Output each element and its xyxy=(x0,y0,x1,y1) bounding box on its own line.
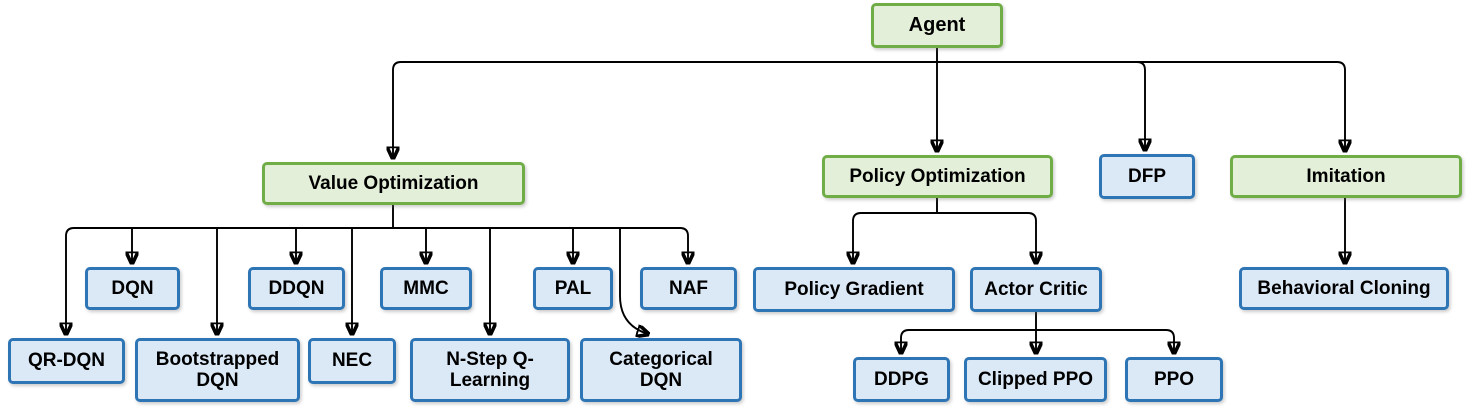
node-label: Clipped PPO xyxy=(977,368,1094,390)
node-agent: Agent xyxy=(871,3,1003,48)
edge-vo-categorical-dqn xyxy=(619,228,648,334)
node-label: DFP xyxy=(1128,165,1166,187)
po-bus xyxy=(852,212,1037,222)
node-policy-optimization: Policy Optimization xyxy=(822,155,1053,198)
node-n-step-q-learning: N-Step Q-Learning xyxy=(410,338,570,402)
node-label: Bootstrapped DQN xyxy=(155,348,280,391)
node-dfp: DFP xyxy=(1099,154,1195,199)
node-qr-dqn: QR-DQN xyxy=(8,338,125,384)
node-naf: NAF xyxy=(640,267,737,310)
node-clipped-ppo: Clipped PPO xyxy=(964,357,1107,402)
edge-agent-dfp xyxy=(937,61,1145,150)
node-label: NEC xyxy=(331,350,373,372)
node-mmc: MMC xyxy=(380,267,472,310)
node-label: Imitation xyxy=(1306,165,1386,187)
node-label: PPO xyxy=(1153,368,1195,390)
node-nec: NEC xyxy=(308,338,396,384)
edge-agent-value-optimization xyxy=(393,61,937,158)
node-ddqn: DDQN xyxy=(248,267,345,310)
node-label: DDPG xyxy=(874,368,929,390)
node-dqn: DQN xyxy=(85,267,180,310)
node-label: Actor Critic xyxy=(984,278,1088,300)
vo-bus xyxy=(65,227,689,237)
node-label: Value Optimization xyxy=(308,172,479,194)
node-actor-critic: Actor Critic xyxy=(970,267,1102,312)
node-label: N-Step Q-Learning xyxy=(446,348,534,391)
node-label: NAF xyxy=(668,277,709,299)
node-ppo: PPO xyxy=(1125,357,1223,402)
node-value-optimization: Value Optimization xyxy=(262,162,525,205)
node-label: DDQN xyxy=(268,277,325,299)
node-label: Behavioral Cloning xyxy=(1257,277,1431,299)
node-label: QR-DQN xyxy=(27,350,106,372)
node-ddpg: DDPG xyxy=(853,357,950,402)
node-label: Categorical DQN xyxy=(609,348,713,391)
node-bootstrapped-dqn: Bootstrapped DQN xyxy=(135,338,300,402)
node-label: Policy Optimization xyxy=(849,165,1026,187)
node-label: Policy Gradient xyxy=(784,278,924,300)
node-pal: PAL xyxy=(533,267,613,310)
ac-bus xyxy=(900,329,1175,339)
node-imitation: Imitation xyxy=(1230,155,1462,198)
node-policy-gradient: Policy Gradient xyxy=(753,267,955,312)
node-categorical-dqn: Categorical DQN xyxy=(580,338,742,402)
node-label: Agent xyxy=(908,14,966,37)
node-label: MMC xyxy=(403,277,449,299)
node-label: PAL xyxy=(554,277,592,299)
edge-agent-imitation xyxy=(937,61,1345,151)
node-behavioral-cloning: Behavioral Cloning xyxy=(1239,267,1449,310)
node-label: DQN xyxy=(111,277,154,299)
